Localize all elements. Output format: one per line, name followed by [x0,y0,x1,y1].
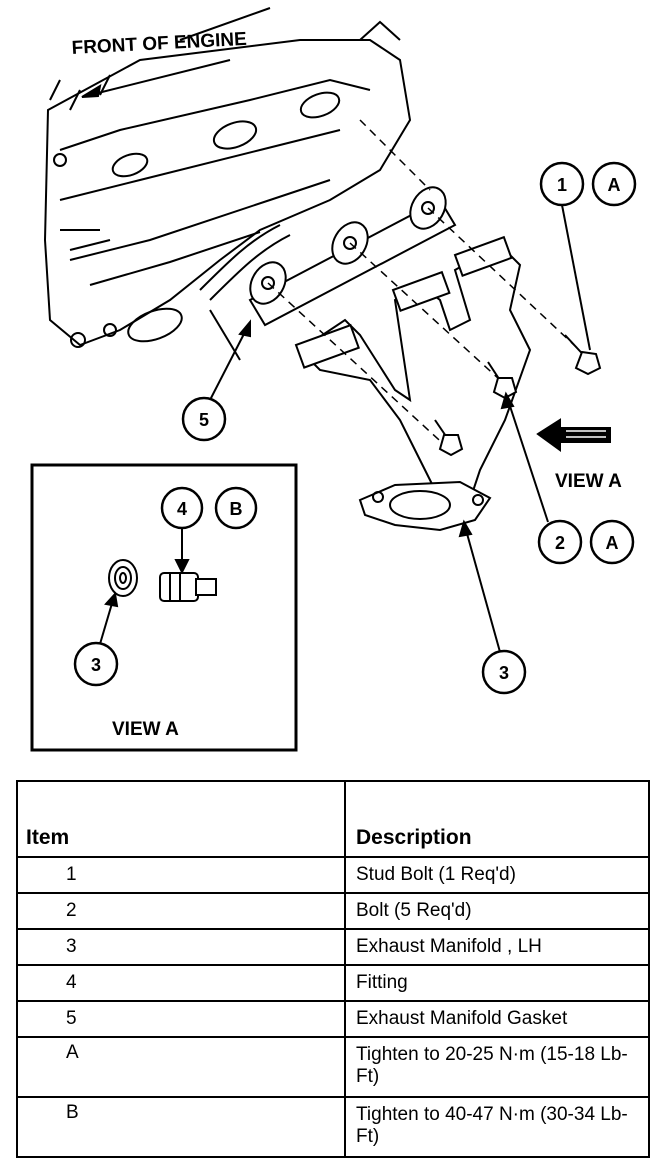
callout-2-tag-circle [589,519,635,565]
item-cell: A [16,1036,346,1098]
callout-4-tag-label: B [230,499,243,519]
item-cell: 3 [16,928,346,966]
table-row: A Tighten to 20-25 N·m (15-18 Lb-Ft) [16,1036,650,1098]
description-cell: Bolt (5 Req'd) [344,892,650,930]
callout-2-tag-label: A [606,533,619,553]
table-row: 5 Exhaust Manifold Gasket [16,1000,650,1038]
table-row: 2 Bolt (5 Req'd) [16,892,650,930]
exhaust-manifold-drawing [294,235,532,532]
callout-1-circle [539,161,585,207]
table-row: B Tighten to 40-47 N·m (30-34 Lb-Ft) [16,1096,650,1158]
callout-1-label: 1 [557,175,567,195]
alignment-lines [267,119,591,451]
description-column-header: Description [344,780,650,858]
description-cell: Exhaust Manifold Gasket [344,1000,650,1038]
item-cell: 5 [16,1000,346,1038]
engine-block-drawing [43,20,412,361]
callout-3-label: 3 [499,663,509,683]
callout-5-circle [181,396,227,442]
callout-2-label: 2 [555,533,565,553]
callout-3-circle [481,649,527,695]
view-a-arrow-icon [536,418,611,452]
callout-4-label: 4 [177,499,187,519]
item-cell: 4 [16,964,346,1002]
parts-table: Item Description 1 Stud Bolt (1 Req'd) 2… [16,780,650,1158]
table-row: 1 Stud Bolt (1 Req'd) [16,856,650,894]
callout-5-label: 5 [199,410,209,430]
description-cell: Tighten to 20-25 N·m (15-18 Lb-Ft) [344,1036,650,1098]
description-cell: Exhaust Manifold , LH [344,928,650,966]
front-of-engine-label: FRONT OF ENGINE [71,29,247,59]
fitting-icon [108,559,217,602]
item-column-header: Item [16,780,346,858]
table-row: 4 Fitting [16,964,650,1002]
callout-leaders [209,204,591,653]
description-cell: Tighten to 40-47 N·m (30-34 Lb-Ft) [344,1096,650,1158]
callout-4-tag-circle [214,486,258,530]
inset-title: VIEW A [112,719,179,740]
callout-1-tag-label: A [608,175,621,195]
callout-3-inset-circle [73,641,119,687]
callout-2-circle [537,519,583,565]
callout-3-inset-label: 3 [91,655,101,675]
callout-4-circle [160,486,204,530]
stud-bolt-icon [564,334,602,376]
item-cell: 1 [16,856,346,894]
view-a-inset: 4 B 3 VIEW A [30,463,298,752]
description-cell: Fitting [344,964,650,1002]
item-cell: B [16,1096,346,1158]
item-cell: 2 [16,892,346,930]
description-cell: Stud Bolt (1 Req'd) [344,856,650,894]
front-arrow-icon [81,7,271,98]
bolt-icon [434,361,518,457]
table-row: 3 Exhaust Manifold , LH [16,928,650,966]
callout-1-tag-circle [591,161,637,207]
view-a-label: VIEW A [555,471,622,492]
table-header-row: Item Description [16,780,650,858]
exhaust-manifold-diagram: FRONT OF ENGINE [30,7,637,752]
